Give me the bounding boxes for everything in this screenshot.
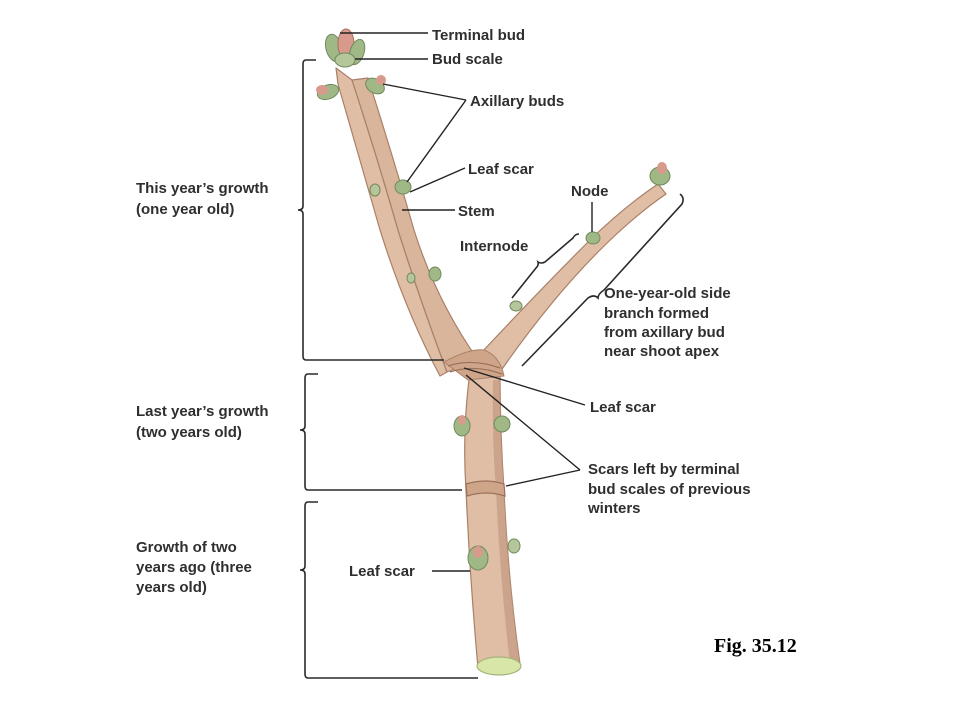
label-node: Node [571,183,609,200]
brace-last-year [299,373,462,491]
main-branch-upper-fill [351,77,479,373]
leader-scar-2 [505,469,581,487]
side-branch-buds [509,162,671,312]
main-branch-upper [335,67,448,377]
leader-leaf-scar-mid [463,367,586,406]
bud-scale-scar-band [465,480,506,497]
terminal-bud-cluster [324,28,366,68]
junction-scar-1 [447,361,501,369]
figure-number: Fig. 35.12 [714,635,797,657]
brace-internode [511,233,580,299]
leader-axillary-1 [382,83,467,101]
label-leaf-scar-low: Leaf scar [349,563,415,580]
axillary-buds-main [316,75,442,284]
cut-end [476,656,522,676]
label-terminal-bud: Terminal bud [432,27,525,44]
side-branch [481,183,667,373]
label-bud-scale-scars: Scars left by terminal bud scales of pre… [587,461,755,517]
main-stem-shadow [492,380,520,664]
branch-junction [443,349,505,381]
label-leaf-scar-top: Leaf scar [468,161,534,178]
junction-scar-2 [449,367,503,375]
label-this-year-growth: This year’s growth (one year old) [136,180,273,218]
label-axillary-buds: Axillary buds [470,93,564,110]
label-internode: Internode [460,238,528,255]
label-leaf-scar-mid: Leaf scar [590,399,656,416]
leader-scar-1 [465,374,581,471]
label-two-years-ago-growth: Growth of two years ago (three years old… [136,539,256,596]
brace-two-years-ago [299,501,478,679]
twig-illustration [316,28,671,676]
brace-this-year [297,59,444,361]
leader-lines [340,32,593,572]
lower-buds [453,415,521,571]
brace-side-branch [521,193,684,367]
leader-leaf-scar-top [409,167,466,193]
leader-axillary-2 [406,99,467,183]
label-bud-scale: Bud scale [432,51,503,68]
label-side-branch: One-year-old side branch formed from axi… [604,285,735,360]
label-last-year-growth: Last year’s growth (two years old) [136,403,273,441]
label-stem: Stem [458,203,495,220]
